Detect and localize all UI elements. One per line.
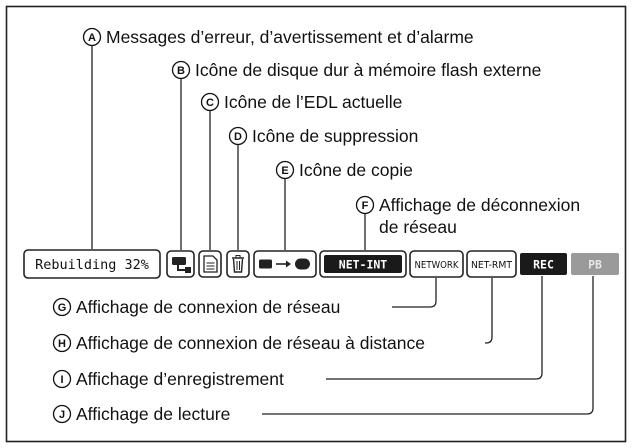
external-flash-drive-icon [166, 250, 195, 278]
network-label: NETWORK [415, 260, 459, 271]
net-int-label: NET-INT [339, 258, 388, 272]
annotation-j-text: Affichage de lecture [76, 404, 230, 424]
annotation-e-text: Icône de copie [299, 160, 413, 180]
network-connection-indicator: NETWORK [409, 250, 464, 278]
current-edl-icon [198, 250, 222, 278]
annotation-h-text: Affichage de connexion de réseau à dista… [76, 333, 425, 353]
rec-label: REC [533, 258, 554, 272]
status-bar: Rebuilding 32% [23, 249, 619, 279]
annotation-d: D Icône de suppression [228, 126, 418, 250]
annotation-a-letter: A [88, 32, 96, 44]
annotation-f-text-line2: de réseau [379, 217, 457, 237]
annotation-g-text: Affichage de connexion de réseau [76, 297, 340, 317]
annotation-b-text: Icône de disque dur à mémoire flash exte… [195, 60, 541, 80]
playback-indicator: PB [571, 253, 619, 275]
annotation-j-letter: J [59, 409, 65, 421]
annotation-d-letter: D [234, 131, 242, 143]
annotation-f: F Affichage de déconnexion de réseau [355, 195, 580, 250]
annotation-e-letter: E [281, 165, 288, 177]
annotation-j: J Affichage de lecture [52, 276, 594, 424]
annotation-c: C Icône de l’EDL actuelle [200, 92, 402, 250]
pb-label: PB [588, 258, 602, 272]
remote-network-indicator: NET-RMT [466, 250, 517, 278]
annotation-i-letter: I [60, 374, 63, 386]
message-box [23, 249, 161, 279]
annotation-g-letter: G [58, 302, 67, 314]
annotation-d-text: Icône de suppression [252, 126, 418, 146]
annotation-f-text-line1: Affichage de déconnexion [379, 195, 580, 215]
annotation-i: I Affichage d’enregistrement [52, 276, 543, 389]
annotation-a-text: Messages d’erreur, d’avertissement et d’… [106, 27, 474, 47]
record-indicator: REC [520, 253, 567, 275]
annotation-b-letter: B [177, 65, 185, 77]
annotation-h-letter: H [58, 338, 66, 350]
annotation-c-text: Icône de l’EDL actuelle [224, 92, 402, 112]
copy-icon [253, 250, 317, 278]
annotation-i-text: Affichage d’enregistrement [76, 369, 284, 389]
annotation-h: H Affichage de connexion de réseau à dis… [52, 278, 493, 353]
annotation-a: A Messages d’erreur, d’avertissement et … [82, 27, 474, 249]
annotation-b: B Icône de disque dur à mémoire flash ex… [171, 60, 541, 250]
outer-frame [5, 5, 627, 443]
annotation-e: E Icône de copie [275, 160, 413, 250]
annotation-g: G Affichage de connexion de réseau [52, 278, 437, 317]
network-disconnect-indicator: NET-INT [319, 250, 407, 278]
net-rmt-label: NET-RMT [471, 260, 513, 271]
annotation-f-letter: F [362, 200, 369, 212]
delete-icon [226, 250, 250, 278]
message-text: Rebuilding 32% [35, 257, 149, 273]
annotation-c-letter: C [206, 97, 214, 109]
